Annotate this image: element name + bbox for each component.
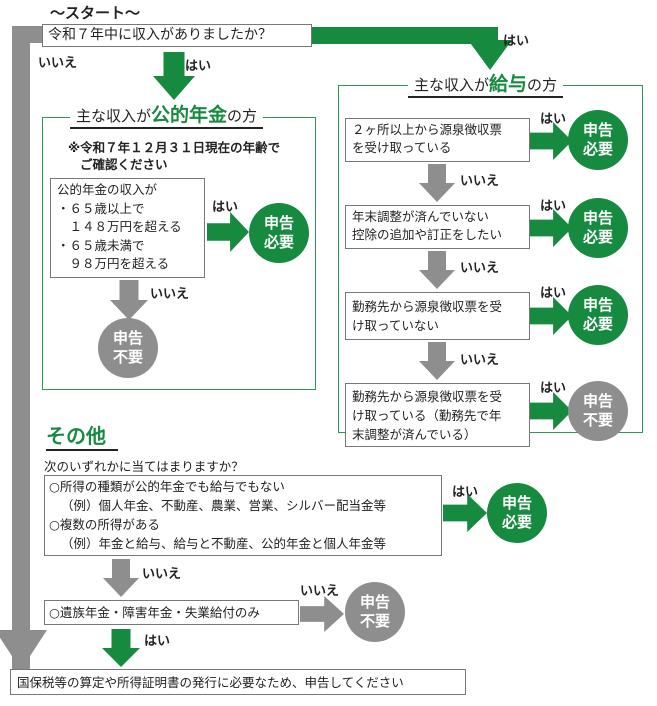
other-yes2-arrow bbox=[102, 629, 140, 667]
step-line: を受け取っている bbox=[352, 140, 452, 155]
salary-title: 主な収入が給与の方 bbox=[408, 73, 564, 98]
condition-line: （例）個人年金、不動産、農業、営業、シルバー配当金等 bbox=[61, 498, 387, 513]
result-text: 申告 bbox=[582, 121, 613, 139]
condition-line: ・６５歳以上で bbox=[57, 200, 145, 216]
result-filing-required: 申告必要 bbox=[249, 203, 309, 263]
step-line: 勤務先から源泉徴収票を受 bbox=[352, 299, 503, 314]
step-line: 年末調整が済んでいない bbox=[352, 209, 489, 224]
salary-no-label-3: いいえ bbox=[460, 353, 500, 368]
other-no2-arrow bbox=[300, 596, 344, 632]
result-text: 申告 bbox=[501, 494, 532, 512]
result-text: 不要 bbox=[582, 411, 613, 429]
other-no-label: いいえ bbox=[142, 567, 182, 582]
salary-step-2: 年末調整が済んでいない控除の追加や訂正をしたい bbox=[345, 205, 530, 249]
result-filing-required: 申告必要 bbox=[568, 198, 628, 258]
note-line: ※令和７年１２月３１日現在の年齢で bbox=[68, 140, 281, 155]
condition-line: ・６５歳未満で bbox=[57, 237, 145, 253]
step-line: 勤務先から源泉徴収票を受 bbox=[352, 389, 503, 404]
start-label: 〜スタート〜 bbox=[50, 4, 141, 22]
result-text: 申告 bbox=[263, 214, 294, 232]
pension-note: ※令和７年１２月３１日現在の年齢で ご確認ください bbox=[68, 139, 280, 173]
result-text: 必要 bbox=[582, 228, 613, 246]
result-text: 必要 bbox=[263, 233, 294, 251]
result-filing-not-required: 申告不要 bbox=[568, 381, 628, 441]
result-filing-required: 申告必要 bbox=[568, 110, 628, 170]
other-condition: ○所得の種類が公的年金でも給与でもない （例）個人年金、不動産、農業、営業、シル… bbox=[44, 475, 442, 556]
result-text: 不要 bbox=[359, 612, 390, 630]
result-text: 申告 bbox=[582, 296, 613, 314]
other-no2-label: いいえ bbox=[300, 584, 340, 599]
step-line: ２ヶ所以上から源泉徴収票 bbox=[352, 122, 503, 137]
other-no-arrow bbox=[103, 559, 139, 597]
result-filing-required: 申告必要 bbox=[487, 483, 547, 543]
salary-no-label-2: いいえ bbox=[460, 261, 500, 276]
result-text: 必要 bbox=[582, 315, 613, 333]
condition-line: １４８万円を超える bbox=[57, 219, 182, 234]
other-question: 次のいずれかに当てはまりますか？ bbox=[44, 459, 244, 474]
no-path-bar-vertical bbox=[12, 26, 30, 674]
title-pre: 主な収入が bbox=[76, 107, 152, 125]
condition-line: ○所得の種類が公的年金でも給与でもない bbox=[49, 479, 285, 494]
result-text: 必要 bbox=[501, 513, 532, 531]
salary-yes-label-3: はい bbox=[540, 286, 567, 301]
start-question: 令和７年中に収入がありましたか？ bbox=[42, 24, 312, 47]
result-text: 申告 bbox=[359, 593, 390, 611]
salary-step-3: 勤務先から源泉徴収票を受け取っていない bbox=[345, 292, 530, 340]
title-pre: 主な収入が bbox=[414, 76, 490, 94]
title-emphasis: 公的年金 bbox=[151, 104, 228, 126]
note-line: ご確認ください bbox=[80, 157, 168, 172]
yes-label-salary: はい bbox=[503, 34, 530, 49]
step-line: け取っている（勤務先で年 bbox=[352, 408, 502, 423]
step-line: 控除の追加や訂正をしたい bbox=[352, 227, 503, 242]
salary-no-label-1: いいえ bbox=[460, 174, 500, 189]
result-filing-not-required: 申告不要 bbox=[345, 582, 405, 642]
step-line: け取っていない bbox=[352, 318, 439, 333]
pension-condition: 公的年金の収入が ・６５歳以上で １４８万円を超える ・６５歳未満で ９８万円を… bbox=[50, 178, 205, 278]
no-path-arrow-head bbox=[0, 630, 47, 670]
condition-line: ９８万円を超える bbox=[57, 256, 170, 271]
result-filing-not-required: 申告不要 bbox=[98, 318, 158, 378]
title-post: の方 bbox=[227, 107, 258, 125]
result-text: 申告 bbox=[582, 392, 613, 410]
condition-line: （例）年金と給与、給与と不動産、公的年金と個人年金等 bbox=[61, 536, 387, 551]
result-text: 不要 bbox=[112, 348, 143, 366]
salary-yes-label-4: はい bbox=[540, 381, 567, 396]
final-message: 国保税等の算定や所得証明書の発行に必要なため、申告してください bbox=[10, 669, 466, 695]
salary-yes-label-2: はい bbox=[540, 199, 567, 214]
other-yes-label: はい bbox=[452, 485, 479, 500]
no-label-start: いいえ bbox=[38, 56, 78, 71]
pension-no-label: いいえ bbox=[150, 287, 190, 302]
step-line: 末調整が済んでいる） bbox=[352, 427, 477, 442]
result-text: 申告 bbox=[582, 209, 613, 227]
pension-title: 主な収入が公的年金の方 bbox=[70, 104, 264, 129]
result-filing-required: 申告必要 bbox=[568, 285, 628, 345]
result-text: 申告 bbox=[112, 329, 143, 347]
other-heading: その他 bbox=[46, 423, 118, 451]
other-yes2-label: はい bbox=[144, 634, 171, 649]
title-post: の方 bbox=[527, 76, 558, 94]
salary-yes-label-1: はい bbox=[540, 112, 567, 127]
condition-line: 公的年金の収入が bbox=[57, 182, 158, 197]
yes-label-pension: はい bbox=[185, 59, 212, 74]
condition-line: ○複数の所得がある bbox=[49, 517, 160, 532]
salary-step-4: 勤務先から源泉徴収票を受け取っている（勤務先で年末調整が済んでいる） bbox=[345, 383, 530, 447]
title-emphasis: 給与 bbox=[489, 73, 528, 95]
other-condition-2: ○遺族年金・障害年金・失業給付のみ bbox=[44, 600, 299, 625]
salary-step-1: ２ヶ所以上から源泉徴収票を受け取っている bbox=[345, 118, 530, 162]
pension-yes-label: はい bbox=[212, 200, 239, 215]
result-text: 必要 bbox=[582, 140, 613, 158]
yes-path-bar bbox=[312, 27, 498, 44]
